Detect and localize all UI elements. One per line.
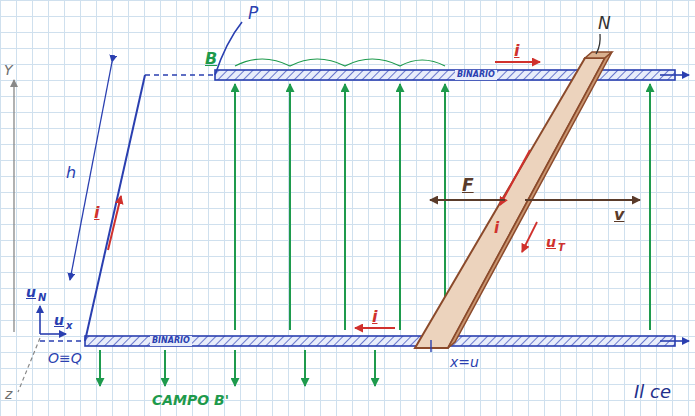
current-label: i (512, 42, 521, 60)
position-label: x=u (448, 354, 481, 370)
field-label: B (203, 50, 219, 68)
axis-label: Y (2, 62, 15, 78)
current-label: i (92, 204, 101, 222)
unit-vector-label: u (52, 312, 66, 328)
origin-label: O≡Q (46, 350, 84, 366)
subscript-label: N (36, 292, 48, 304)
current-label: i (370, 308, 379, 326)
unit-vector-label: u (544, 234, 558, 250)
rail-label: BINARIO (150, 336, 192, 346)
axis-label: z (3, 386, 14, 402)
rail-label: BINARIO (455, 70, 497, 80)
subscript-label: x (64, 320, 74, 332)
field-label: CAMPO B' (150, 392, 231, 408)
dimension-label: h (64, 164, 78, 182)
unit-vector-label: u (24, 284, 38, 300)
velocity-label: v (612, 206, 626, 224)
bar-label: N (596, 14, 613, 33)
plane-label: P (246, 4, 260, 23)
force-label: F (460, 176, 476, 195)
note-label: Il ce (632, 382, 673, 402)
subscript-label: T (556, 242, 567, 254)
current-label: i (492, 220, 501, 237)
